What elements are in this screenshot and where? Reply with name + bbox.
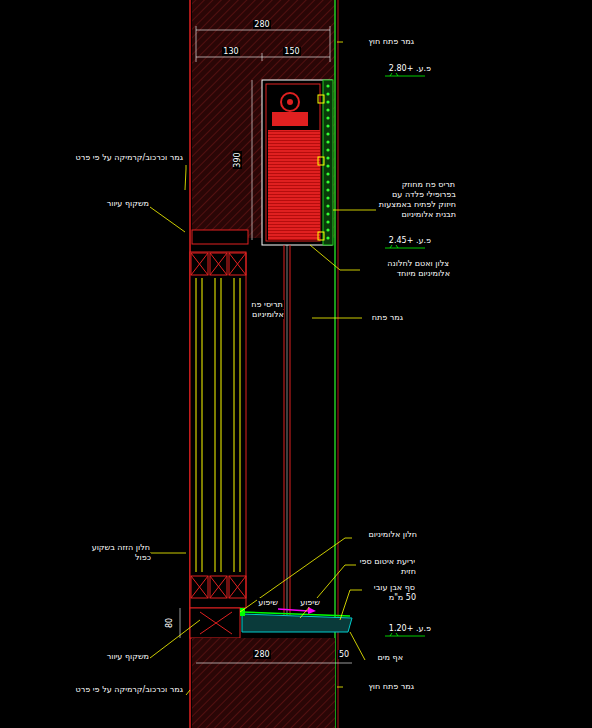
callout-label: פ.ע. +2.45 <box>382 236 432 246</box>
dimension-text: 80 <box>165 613 175 633</box>
clip <box>318 157 324 165</box>
callout-label: גמר פתח <box>364 313 404 323</box>
callout-label: גמר וכרכוב/קרמיקה על פי פרט <box>62 153 184 163</box>
shutter-slat-line <box>290 245 291 615</box>
clip <box>318 232 324 240</box>
dimension-text: 50 <box>333 650 355 660</box>
callout-label: חלון אלומיניום <box>352 530 418 540</box>
dimension-text: 390 <box>233 148 243 172</box>
callout-label: פ.ע. +2.80 <box>382 64 432 74</box>
callout-label: משקוף עיוור <box>90 199 150 209</box>
wall-lower <box>192 638 335 728</box>
window-frame <box>190 252 246 608</box>
shutter-guide <box>287 245 288 615</box>
dimension-text: 150 <box>279 47 305 57</box>
callout-label: סף אבן עובי 50 מ"מ <box>362 583 416 603</box>
callout-label: תריסי פח אלומיניום <box>250 300 285 320</box>
dimension-text: 280 <box>247 20 277 30</box>
callout-label: משקוף עיוור <box>90 652 150 662</box>
shutter-roll <box>268 130 320 240</box>
callout-label: גמר פתח חוץ <box>345 682 415 692</box>
callout-label: יריעת איטום ספי חזית <box>356 557 416 577</box>
pulley-hub <box>287 99 293 105</box>
dimension-text: 130 <box>218 47 244 57</box>
blind-frame-bottom <box>190 608 240 638</box>
callout-label: שיפוע <box>253 598 283 608</box>
callout-label: צלון ואטם לחלונה אלומיניום מיוחד <box>360 259 450 279</box>
dimension-text: 280 <box>247 650 277 660</box>
blind-frame-top <box>192 230 248 244</box>
shutter-axle <box>272 112 308 126</box>
callout-label: תריס פח מחוזק בפרופילי פלדה עם חיזוק לפת… <box>378 180 456 220</box>
pulley <box>281 93 299 111</box>
callout-label: חלון הזזה בשקוע כפול <box>85 543 151 563</box>
callout-label: גמר וכרכוב/קרמיקה על פי פרט <box>62 685 184 695</box>
callout-label: גמר פתח חוץ <box>345 37 415 47</box>
slope-arrow <box>278 609 308 611</box>
stone-sill <box>242 614 352 632</box>
callout-label: פ.ע. +1.20 <box>382 624 432 634</box>
membrane <box>242 612 350 616</box>
clip <box>318 95 324 103</box>
callout-label: אף מים <box>364 653 404 663</box>
shutter-box <box>262 80 332 245</box>
shutter-box-inner <box>266 84 320 241</box>
callout-label: שיפוע <box>295 598 325 608</box>
